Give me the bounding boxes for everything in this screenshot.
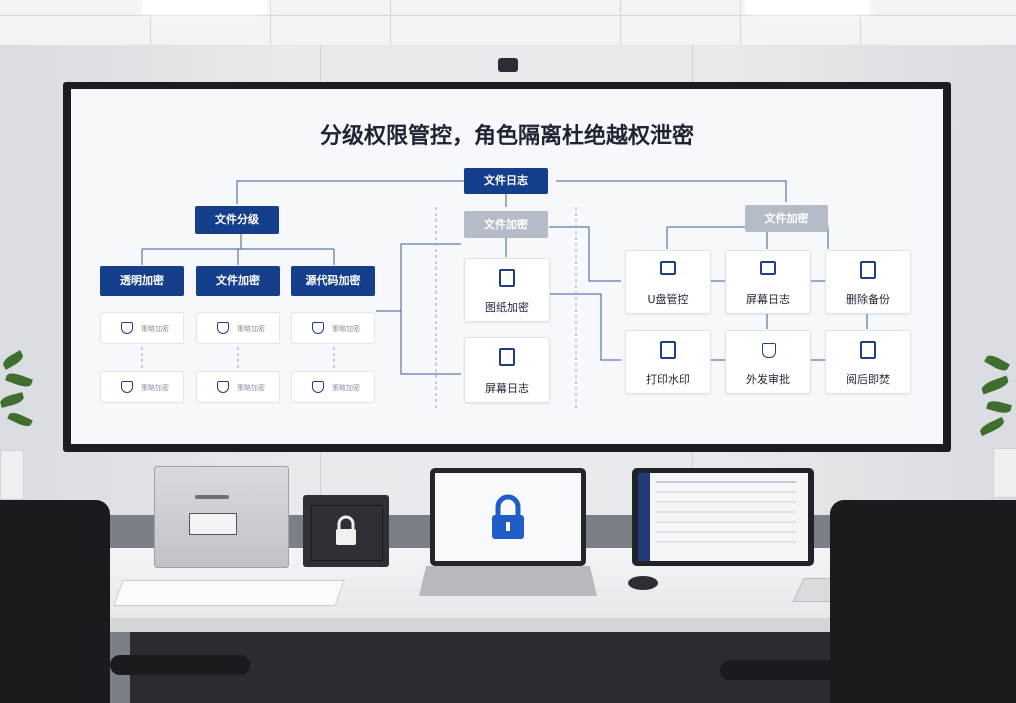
card-print-watermark: 打印水印 [625,330,711,394]
policy-card-label: 策略加密 [332,384,360,392]
card-label: 屏幕日志 [746,293,790,306]
document-icon [499,269,515,287]
ceiling-grid-line [740,0,741,45]
safe-box [303,495,389,567]
document-icon [660,341,676,359]
ceiling-grid-line [620,0,621,45]
document-icon [217,381,229,393]
policy-card: 策略加密 [196,371,280,403]
node-file-encryption-middle: 文件加密 [464,211,548,238]
printer-icon [760,261,776,275]
ceiling-grid-line [270,0,271,45]
node-file-classification: 文件分级 [195,206,279,234]
policy-card: 策略加密 [100,371,184,403]
ceiling-grid-line [150,0,151,45]
chair-armrest-right [720,660,840,680]
node-file-encryption-right: 文件加密 [745,205,828,232]
node-file-log: 文件日志 [464,168,548,194]
shield-icon [762,343,776,358]
plant-right [975,350,1016,450]
plant-left [0,345,40,450]
ceiling-grid-line [390,0,391,45]
node-source-code-encryption: 源代码加密 [291,266,375,296]
laptop-display [435,473,581,561]
document-icon [860,341,876,359]
policy-card: 策略加密 [100,312,184,344]
card-label: 打印水印 [646,373,690,386]
chair-armrest-left [110,655,250,675]
policy-card: 策略加密 [196,312,280,344]
usb-icon [660,261,676,275]
plant-pot-right [993,448,1016,498]
document-icon [217,322,229,334]
card-screen-log: 屏幕日志 [464,337,550,403]
document-icon [860,261,876,279]
card-drawing-encryption: 图纸加密 [464,258,550,322]
notebook [113,580,345,606]
card-usb-control: U盘管控 [625,250,711,314]
shield-icon [121,381,133,393]
document-icon [312,322,324,334]
card-delete-backup: 删除备份 [825,250,911,314]
card-label: 图纸加密 [485,301,529,314]
policy-card: 策略加密 [291,312,375,344]
policy-card-label: 策略加密 [332,325,360,333]
laptop-keyboard [419,566,597,596]
lock-icon [336,515,356,545]
chair-left [0,500,110,703]
card-label: 阅后即焚 [846,373,890,386]
diagram-title: 分级权限管控，角色隔离杜绝越权泄密 [319,124,694,149]
camera-icon [498,58,518,72]
desk-edge [95,618,925,632]
policy-card: 策略加密 [291,371,375,403]
card-label: 外发审批 [746,373,790,386]
ceiling-grid-line [0,15,1016,16]
node-file-encryption: 文件加密 [196,266,280,296]
policy-card-label: 策略加密 [237,384,265,392]
tablet-display [638,473,808,561]
card-label: 删除备份 [846,293,890,306]
chair-right [830,500,1016,703]
card-label: U盘管控 [647,293,689,306]
lock-icon [492,494,524,539]
filing-cabinet [154,466,289,568]
document-icon [499,348,515,366]
plant-pot-left [0,450,24,500]
policy-card-label: 策略加密 [141,384,169,392]
card-label: 屏幕日志 [485,382,529,395]
node-transparent-encryption: 透明加密 [100,266,184,296]
policy-card-label: 策略加密 [141,325,169,333]
shield-icon [121,322,133,334]
mouse [628,576,658,590]
card-screen-log-right: 屏幕日志 [725,250,811,314]
diagram-connectors [141,180,868,411]
policy-card-label: 策略加密 [237,325,265,333]
card-outgoing-approval: 外发审批 [725,330,811,394]
ceiling-light [745,0,870,14]
ceiling-grid-line [860,0,861,45]
card-burn-after-reading: 阅后即焚 [825,330,911,394]
ceiling-light [142,0,267,14]
shield-icon [312,381,324,393]
